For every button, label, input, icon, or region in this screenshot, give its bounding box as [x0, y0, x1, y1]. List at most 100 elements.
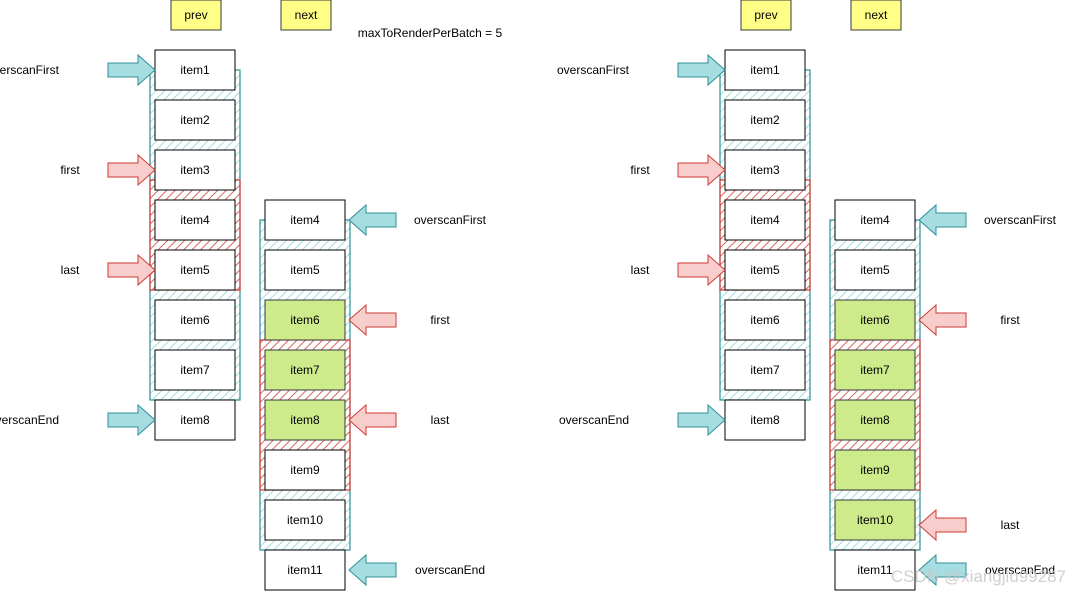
svg-text:item9: item9 [290, 463, 320, 477]
svg-text:item2: item2 [180, 113, 210, 127]
svg-text:item6: item6 [750, 313, 780, 327]
label-overscan-end: overscanEnd [415, 563, 485, 577]
arrow-first [348, 303, 397, 337]
arrow-first [677, 153, 726, 187]
item-boxes: item1 item2 item3 item4 item5 item6 item7 item8… [154, 49, 916, 591]
next-item: item11 [834, 549, 916, 591]
prev-item: item4 [154, 199, 236, 241]
label-overscan-end: overscanEnd [985, 563, 1055, 577]
prev-item: item3 [724, 149, 806, 191]
prev-item: item5 [724, 249, 806, 291]
header-next-left: next [280, 0, 332, 31]
header-next-right: next [850, 0, 902, 31]
label-first: first [630, 163, 650, 177]
arrow-overscan-first [677, 53, 726, 87]
prev-item: item7 [154, 349, 236, 391]
next-item: item10 [834, 499, 916, 541]
svg-text:item10: item10 [857, 513, 893, 527]
prev-item: item4 [724, 199, 806, 241]
svg-text:item6: item6 [860, 313, 890, 327]
svg-text:item8: item8 [860, 413, 890, 427]
arrow-overscan-end [348, 553, 397, 587]
svg-text:item7: item7 [860, 363, 890, 377]
svg-text:item4: item4 [860, 213, 890, 227]
label-overscan-end: overscanEnd [0, 413, 59, 427]
svg-text:item7: item7 [180, 363, 210, 377]
svg-text:item1: item1 [180, 63, 210, 77]
arrow-overscan-first [107, 53, 156, 87]
svg-text:item3: item3 [180, 163, 210, 177]
label-first: first [1000, 313, 1020, 327]
svg-text:item2: item2 [750, 113, 780, 127]
next-item: item8 [264, 399, 346, 441]
prev-item: item6 [724, 299, 806, 341]
next-item: item6 [834, 299, 916, 341]
arrow-last [107, 253, 156, 287]
arrow-overscan-first [348, 203, 397, 237]
svg-text:item11: item11 [857, 563, 892, 577]
next-item: item4 [264, 199, 346, 241]
svg-text:item6: item6 [290, 313, 320, 327]
arrow-first [918, 303, 967, 337]
prev-item: item7 [724, 349, 806, 391]
header-prev-right: prev [740, 0, 792, 31]
next-item: item9 [834, 449, 916, 491]
svg-text:item5: item5 [860, 263, 890, 277]
label-last: last [631, 263, 650, 277]
prev-item: item8 [154, 399, 236, 441]
svg-text:item7: item7 [290, 363, 320, 377]
next-item: item5 [264, 249, 346, 291]
label-overscan-first: overscanFirst [0, 63, 60, 77]
next-item: item10 [264, 499, 346, 541]
svg-text:item4: item4 [290, 213, 320, 227]
label-last: last [431, 413, 450, 427]
svg-text:item11: item11 [287, 563, 322, 577]
arrow-overscan-end [918, 553, 967, 587]
svg-text:item3: item3 [750, 163, 780, 177]
next-item: item8 [834, 399, 916, 441]
header-prev-left: prev [170, 0, 222, 31]
batch-note: maxToRenderPerBatch = 5 [358, 26, 503, 40]
prev-item: item1 [724, 49, 806, 91]
label-overscan-first: overscanFirst [984, 213, 1057, 227]
arrow-overscan-first [918, 203, 967, 237]
next-item: item6 [264, 299, 346, 341]
svg-text:next: next [865, 8, 888, 22]
label-overscan-first: overscanFirst [414, 213, 487, 227]
svg-text:item1: item1 [750, 63, 780, 77]
svg-text:item5: item5 [290, 263, 320, 277]
label-last: last [61, 263, 80, 277]
svg-text:item6: item6 [180, 313, 210, 327]
svg-text:prev: prev [184, 8, 207, 22]
svg-text:item5: item5 [180, 263, 210, 277]
svg-text:item8: item8 [290, 413, 320, 427]
next-item: item9 [264, 449, 346, 491]
arrow-first [107, 153, 156, 187]
svg-text:item4: item4 [180, 213, 210, 227]
prev-item: item2 [724, 99, 806, 141]
next-item: item4 [834, 199, 916, 241]
svg-text:item5: item5 [750, 263, 780, 277]
svg-text:item10: item10 [287, 513, 323, 527]
arrow-last [677, 253, 726, 287]
watermark: CSDN @xiangjiu99287 [891, 567, 1066, 586]
prev-item: item5 [154, 249, 236, 291]
label-last: last [1001, 518, 1020, 532]
prev-item: item6 [154, 299, 236, 341]
pointer-arrows: overscanFirst first last overscanEnd oversca… [0, 53, 1057, 587]
label-overscan-end: overscanEnd [559, 413, 629, 427]
next-item: item7 [264, 349, 346, 391]
label-first: first [60, 163, 80, 177]
next-item: item7 [834, 349, 916, 391]
arrow-last [918, 508, 967, 542]
arrow-last [348, 403, 397, 437]
next-item: item11 [264, 549, 346, 591]
prev-item: item8 [724, 399, 806, 441]
svg-text:item9: item9 [860, 463, 890, 477]
next-item: item5 [834, 249, 916, 291]
svg-text:item4: item4 [750, 213, 780, 227]
svg-text:item8: item8 [180, 413, 210, 427]
svg-text:item8: item8 [750, 413, 780, 427]
label-first: first [430, 313, 450, 327]
